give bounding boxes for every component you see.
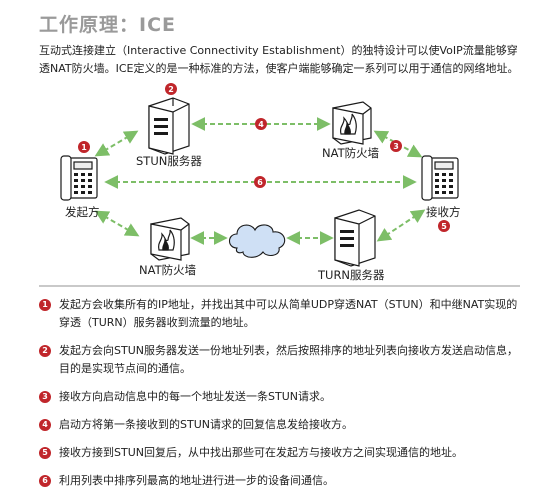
label-nat-bottom: NAT防火墙 [139, 263, 197, 277]
ice-diagram: 1 2 3 4 5 6 STUN服务器 NAT防火墙 发起方 接收方 NAT防火… [39, 80, 520, 285]
intro-paragraph: 互动式连接建立（Interactive Connectivity Establi… [39, 44, 519, 75]
step-badge: 3 [39, 391, 51, 403]
turn-server-icon [334, 209, 376, 267]
step-badge: 6 [39, 475, 51, 487]
marker-2 [165, 83, 177, 95]
step-text: 接收方向启动信息中的每一个地址发送一条STUN请求。 [59, 390, 331, 403]
step-text: 发起方会向STUN服务器发送一份地址列表，然后按照排序的地址列表向接收方发送启动… [59, 344, 518, 375]
step-text: 利用列表中排序列最高的地址进行进一步的设备间通信。 [59, 474, 334, 487]
marker-4 [255, 118, 267, 130]
label-caller: 发起方 [65, 205, 100, 219]
marker-6-label: 6 [257, 178, 263, 187]
step-item: 1 发起方会收集所有的IP地址，并找出其中可以从简单UDP穿透NAT（STUN）和… [39, 296, 520, 332]
nat-firewall-bottom-icon [150, 217, 190, 261]
step-markers [78, 83, 450, 232]
steps-list: 1 发起方会收集所有的IP地址，并找出其中可以从简单UDP穿透NAT（STUN）和… [39, 296, 520, 500]
section-divider [39, 285, 520, 287]
marker-1 [78, 141, 90, 153]
marker-2-label: 2 [168, 85, 174, 94]
step-item: 5 接收方接到STUN回复后，从中找出那些可在发起方与接收方之间实现通信的地址。 [39, 444, 520, 462]
diagram-canvas: 1 2 3 4 5 6 [60, 83, 459, 267]
step-text: 接收方接到STUN回复后，从中找出那些可在发起方与接收方之间实现通信的地址。 [59, 446, 463, 459]
arrow-turn-callee [376, 209, 426, 242]
label-stun-server: STUN服务器 [136, 154, 202, 168]
step-item: 6 利用列表中排序列最高的地址进行进一步的设备间通信。 [39, 472, 520, 490]
step-text: 启动方将第一条接收到的STUN请求的回复信息发给接收方。 [59, 418, 353, 431]
nat-firewall-top-icon [332, 101, 372, 145]
arrow-caller-nat-bottom [94, 210, 140, 237]
page-title: 工作原理：ICE [39, 14, 176, 36]
marker-5-label: 5 [441, 222, 447, 231]
cloud-icon [228, 224, 286, 258]
stun-server-icon [148, 97, 190, 155]
arrow-caller-stun [94, 130, 139, 157]
step-badge: 4 [39, 419, 51, 431]
marker-4-label: 4 [258, 120, 264, 129]
marker-1-label: 1 [81, 143, 87, 152]
marker-3-label: 3 [393, 142, 399, 151]
marker-5 [438, 220, 450, 232]
step-badge: 2 [39, 345, 51, 357]
caller-phone-icon [60, 155, 98, 201]
step-item: 4 启动方将第一条接收到的STUN请求的回复信息发给接收方。 [39, 416, 520, 434]
step-badge: 1 [39, 299, 51, 311]
step-item: 2 发起方会向STUN服务器发送一份地址列表，然后按照排序的地址列表向接收方发送启… [39, 342, 520, 378]
marker-3 [390, 140, 402, 152]
label-callee: 接收方 [426, 205, 461, 219]
step-text: 发起方会收集所有的IP地址，并找出其中可以从简单UDP穿透NAT（STUN）和中… [59, 298, 518, 329]
label-turn-server: TURN服务器 [318, 268, 385, 282]
step-item: 3 接收方向启动信息中的每一个地址发送一条STUN请求。 [39, 388, 520, 406]
marker-6 [254, 176, 266, 188]
label-nat-top: NAT防火墙 [322, 146, 380, 160]
step-badge: 5 [39, 447, 51, 459]
callee-phone-icon [421, 155, 459, 201]
